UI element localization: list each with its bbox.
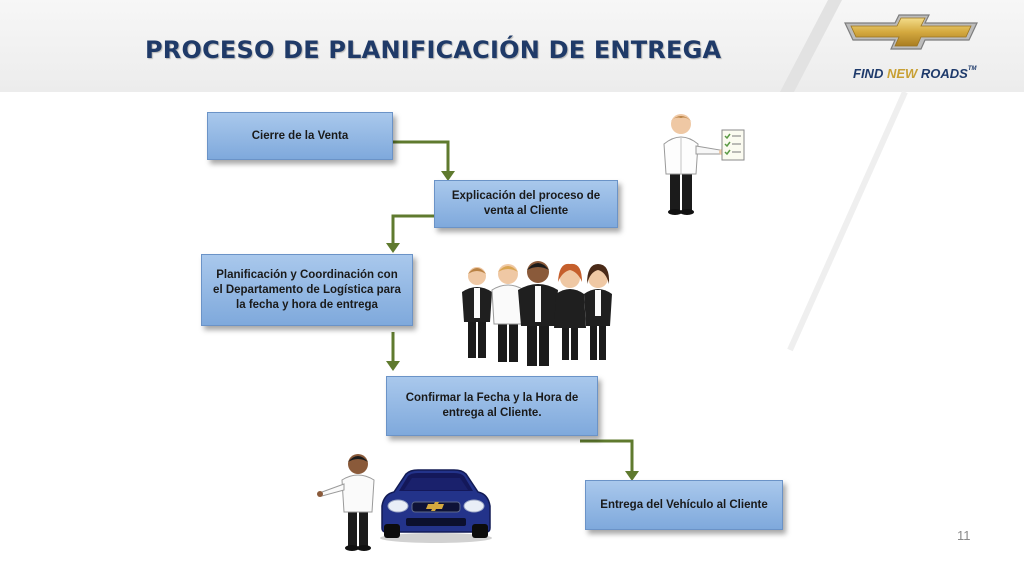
team-member-3 — [518, 261, 558, 366]
header-band — [0, 0, 1024, 92]
logistics-team-icon — [462, 261, 612, 366]
car-icon — [380, 469, 492, 543]
arrowhead-icon — [441, 171, 455, 181]
connector-2-3 — [391, 214, 434, 246]
team-member-2 — [491, 264, 525, 362]
flow-step-cierre-venta: Cierre de la Venta — [207, 112, 393, 160]
flow-step-explicacion-proceso: Explicación del proceso de venta al Clie… — [434, 180, 618, 228]
chevrolet-bowtie-icon — [844, 14, 978, 50]
team-member-5 — [584, 264, 612, 360]
brand-tagline: FIND NEW ROADSTM — [853, 66, 977, 81]
arrowhead-icon — [625, 471, 639, 481]
slide-title: PROCESO DE PLANIFICACIÓN DE ENTREGA — [145, 36, 722, 64]
connector-1-2 — [393, 140, 450, 174]
page-number: 11 — [957, 528, 971, 543]
team-member-4 — [554, 263, 586, 360]
flow-step-entrega-vehiculo: Entrega del Vehículo al Cliente — [585, 480, 783, 530]
flow-step-planificacion-coordinacion: Planificación y Coordinación con el Depa… — [201, 254, 413, 326]
salesperson-checklist-icon — [663, 114, 745, 215]
connector-4-5 — [580, 439, 634, 474]
brand-logo: FIND NEW ROADSTM — [843, 12, 983, 82]
flow-step-confirmar-fecha-hora: Confirmar la Fecha y la Hora de entrega … — [386, 376, 598, 436]
team-member-1 — [462, 267, 492, 358]
arrowhead-icon — [386, 243, 400, 253]
arrowhead-icon — [386, 361, 400, 371]
salesperson-delivery-icon — [317, 454, 375, 551]
